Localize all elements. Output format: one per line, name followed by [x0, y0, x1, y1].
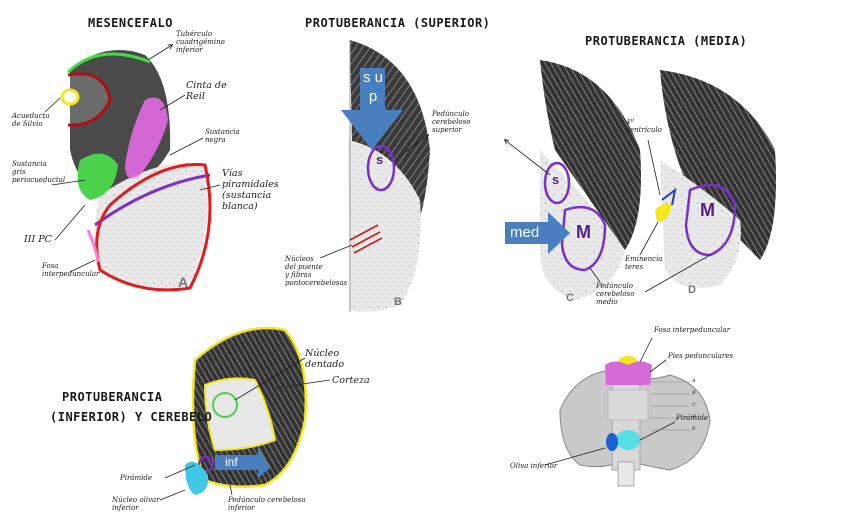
pons-band	[607, 389, 649, 421]
label-ventral-interpeduncular-fossa: Fosa interpeduncular	[654, 326, 731, 334]
figure-letter-a: A	[178, 274, 189, 290]
middle-pons-m-outline-c	[560, 205, 607, 272]
upper-pons-region-letter: s	[376, 152, 384, 167]
substantia-nigra-outline	[94, 173, 211, 227]
label-interpeduncular-fossa: Fosa interpeduncular	[42, 262, 100, 278]
upper-pons-base	[348, 140, 421, 312]
mesencephalon-section	[44, 45, 221, 292]
medial-lemniscus-region	[125, 97, 168, 179]
label-superior-cerebellar-peduncle: Pedúnculo cerebeloso superior	[432, 110, 471, 134]
label-middle-cerebellar-peduncle: Pedúnculo cerebeloso medio	[596, 282, 635, 306]
level-mark-a: A	[692, 378, 696, 384]
interpeduncular-pink	[86, 229, 100, 263]
arrow-sup-label: s u p	[362, 69, 383, 105]
colliculus-outline	[66, 52, 151, 74]
label-pyramidal-tracts: Vías piramidales (sustancia blanca)	[222, 168, 279, 212]
upper-pons-title: PROTUBERANCIA (SUPERIOR)	[305, 16, 491, 30]
olive-blue	[606, 433, 618, 451]
upper-pons-section	[319, 40, 430, 312]
label-inferior-olive: Oliva inferior	[510, 462, 558, 470]
figure-letter-c: C	[566, 292, 574, 304]
periaqueductal-outline	[67, 72, 112, 127]
middle-pons-d-base	[660, 160, 741, 288]
middle-pons-s-letter: s	[552, 172, 560, 187]
label-pontine-nuclei: Núcleos del puente y fibras pontocerebel…	[285, 255, 348, 287]
olivary-nucleus-cyan	[185, 461, 209, 495]
pyramid-outline	[198, 456, 214, 472]
label-pyramid-lower: Pirámide	[120, 474, 152, 482]
spinal-cord	[617, 461, 635, 487]
label-inferior-colliculus: Tubérculo cuadrigémino inferior	[176, 30, 225, 54]
label-dentate-nucleus: Núcleo dentado	[305, 348, 345, 370]
arrow-inf	[215, 447, 270, 478]
middle-pons-c-cerebellum	[540, 60, 641, 250]
lower-pons-title-line2: (INFERIOR) Y CEREBELO	[50, 410, 213, 424]
arrow-sup	[341, 68, 403, 150]
label-ventral-pyramid: Pirámide	[676, 414, 708, 422]
middle-pons-c-base	[540, 150, 625, 300]
arrow-med	[505, 212, 570, 254]
fourth-ventricle-yellow	[655, 203, 672, 222]
level-mark-c: C	[692, 402, 696, 408]
midbrain-periaqueductal	[70, 74, 110, 125]
red-nucleus-region	[77, 153, 118, 200]
middle-pons-m-letter-d: M	[700, 200, 715, 220]
label-periaqueductal-gray: Sustancia gris periacueductal	[12, 160, 66, 184]
label-cerebral-peduncles: Pies pedunculares	[668, 352, 733, 360]
ventral-brainstem-view	[544, 337, 711, 487]
lower-pons-region-letter: P	[202, 456, 209, 466]
label-oculomotor-nerve: III PC	[24, 234, 52, 245]
cerebral-peduncle-outline	[95, 163, 212, 292]
cerebral-peduncles	[605, 361, 652, 385]
arrow-inf-label: inf	[225, 455, 238, 469]
aqueduct-of-sylvius	[60, 88, 80, 106]
middle-pons-s-outline	[543, 161, 571, 205]
figure-letter-b: B	[394, 296, 402, 308]
figure-letter-d: D	[688, 284, 696, 296]
middle-pons-title: PROTUBERANCIA (MEDIA)	[585, 34, 748, 48]
lower-pons-section	[159, 326, 331, 501]
pyramid-cyan	[616, 430, 640, 450]
label-inferior-cerebellar-peduncle: Pedúnculo cerebeloso inferior	[228, 496, 306, 512]
label-substantia-nigra: Sustancia negra	[205, 128, 240, 144]
arrow-med-label: med	[510, 224, 540, 241]
label-fourth-ventricle: 4º ventrículo	[626, 118, 662, 134]
label-aqueduct: Acueducto de Silvio	[12, 112, 50, 128]
mesencephalon-title: MESENCEFALO	[88, 16, 173, 30]
superior-peduncle-outline	[366, 144, 396, 192]
level-mark-b: B	[692, 390, 696, 396]
middle-pons-section	[505, 60, 776, 300]
label-medial-lemniscus: Cinta de Reil	[186, 80, 227, 102]
white-matter-region	[203, 377, 277, 452]
middle-pons-d-cerebellum	[660, 70, 776, 260]
dentate-nucleus-outline	[212, 392, 238, 418]
level-mark-d: D	[692, 414, 697, 420]
label-facial-colliculus: Eminencia teres	[625, 255, 663, 271]
label-cortex: Corteza	[332, 375, 370, 386]
middle-pons-m-letter-c: M	[576, 222, 591, 242]
label-inferior-olivary-nucleus: Núcleo olivar inferior	[112, 496, 160, 512]
level-mark-e: E	[692, 426, 696, 432]
middle-pons-m-outline-d	[684, 183, 737, 257]
pontine-fibers-red	[349, 224, 383, 254]
lower-pons-title-line1: PROTUBERANCIA	[62, 390, 163, 404]
fourth-ventricle-blue	[661, 187, 677, 206]
